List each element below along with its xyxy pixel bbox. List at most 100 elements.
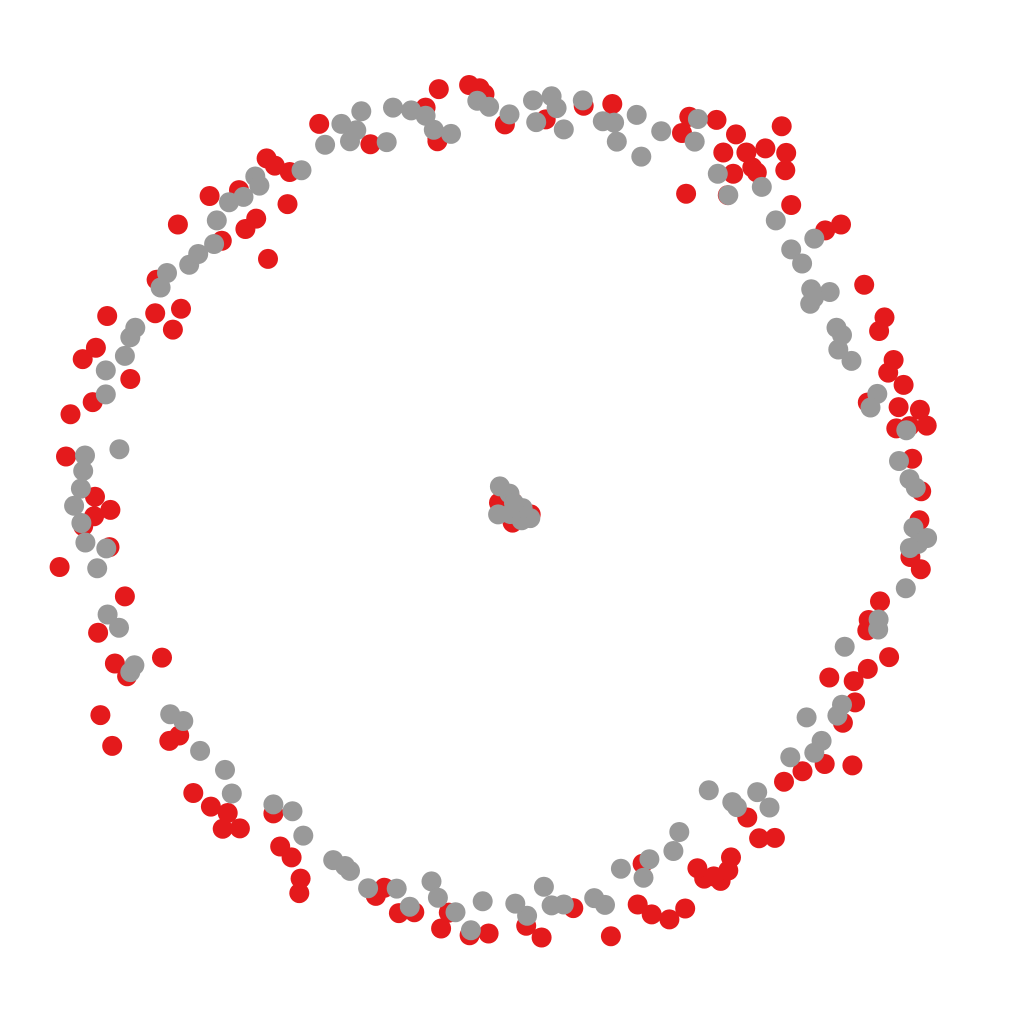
scatter-point — [676, 183, 697, 204]
scatter-point — [427, 887, 448, 908]
scatter-point — [97, 604, 118, 625]
scatter-point — [639, 849, 660, 870]
scatter-point — [895, 578, 916, 599]
scatter-point — [684, 131, 705, 152]
scatter-point — [233, 186, 254, 207]
scatter-point — [781, 195, 802, 215]
scatter-point — [479, 96, 500, 117]
scatter-point — [145, 303, 166, 324]
scatter-point — [747, 782, 768, 803]
scatter-point — [888, 397, 909, 418]
scatter-point — [282, 801, 303, 822]
scatter-point — [340, 131, 360, 152]
scatter-point — [358, 878, 379, 899]
scatter-point — [523, 90, 543, 111]
scatter-point — [627, 894, 648, 915]
scatter-point — [633, 867, 654, 888]
scatter-point — [663, 841, 684, 861]
scatter-point — [204, 234, 225, 254]
scatter-point — [125, 317, 146, 338]
scatter-point — [64, 495, 85, 516]
scatter-point — [736, 142, 757, 163]
scatter-point — [843, 671, 864, 692]
scatter-point — [85, 337, 106, 358]
scatter-point — [120, 369, 141, 389]
scatter-point — [909, 399, 930, 420]
scatter-point — [109, 439, 130, 460]
scatter-point — [263, 794, 284, 815]
scatter-point — [819, 282, 840, 302]
scatter-point — [726, 124, 746, 145]
scatter-point — [323, 850, 344, 871]
scatter-point — [899, 538, 920, 558]
scatter-point — [167, 214, 188, 235]
scatter-point — [289, 883, 310, 904]
scatter-point — [707, 163, 728, 184]
scatter-point — [258, 248, 278, 269]
scatter-point — [604, 112, 625, 133]
scatter-point — [376, 132, 397, 153]
scatter-point — [842, 755, 863, 776]
scatter-point — [834, 636, 855, 657]
scatter-point — [857, 658, 878, 679]
scatter-point — [610, 858, 631, 879]
scatter-point — [651, 121, 672, 142]
scatter-point — [889, 451, 909, 471]
scatter-point — [97, 306, 118, 326]
scatter-point — [584, 888, 605, 909]
scatter-point — [109, 617, 129, 638]
scatter-point — [100, 499, 121, 520]
scatter-point — [718, 860, 739, 881]
scatter-point — [602, 94, 623, 114]
scatter-point — [431, 918, 452, 939]
scatter-point — [893, 374, 914, 395]
scatter-point — [104, 653, 125, 674]
scatter-point — [212, 818, 233, 839]
scatter-point — [171, 298, 191, 319]
scatter-point — [828, 339, 849, 360]
scatter-point — [916, 415, 937, 436]
scatter-point — [775, 160, 796, 181]
scatter-point — [199, 186, 220, 206]
scatter-point — [190, 740, 211, 761]
scatter-point — [87, 558, 108, 579]
scatter-point — [460, 920, 481, 941]
scatter-point — [504, 493, 524, 514]
scatter-point — [706, 109, 727, 130]
scatter-point — [698, 780, 719, 801]
scatter-point — [675, 898, 696, 919]
scatter-point — [75, 445, 95, 466]
scatter-point — [415, 105, 436, 126]
scatter-point — [526, 112, 547, 133]
scatter-point — [804, 228, 825, 249]
scatter-point — [641, 904, 662, 925]
scatter-point — [277, 194, 298, 215]
scatter-point — [249, 175, 270, 196]
scatter-point — [533, 876, 554, 897]
scatter-point — [905, 477, 926, 498]
scatter-point — [600, 926, 621, 947]
scatter-point — [315, 134, 336, 155]
scatter-point — [827, 705, 848, 726]
scatter-point — [751, 176, 772, 197]
scatter-point — [188, 244, 209, 264]
scatter-point — [764, 827, 785, 848]
scatter-point — [157, 263, 177, 283]
scatter-point — [160, 704, 181, 725]
scatter-point — [215, 759, 235, 780]
scatter-point — [868, 619, 889, 640]
scatter-point — [896, 420, 917, 441]
scatter-point — [874, 307, 895, 328]
scatter-point — [505, 893, 526, 914]
scatter-point — [114, 345, 135, 366]
scatter-point — [235, 219, 256, 239]
scatter-point — [792, 253, 813, 274]
scatter-point — [687, 858, 708, 879]
scatter-point — [96, 538, 117, 559]
scatter-point — [792, 761, 813, 782]
scatter-point — [360, 134, 381, 155]
scatter-point — [780, 747, 801, 768]
scatter-point — [726, 797, 747, 818]
scatter-point — [383, 97, 403, 118]
scatter-point — [626, 104, 647, 125]
